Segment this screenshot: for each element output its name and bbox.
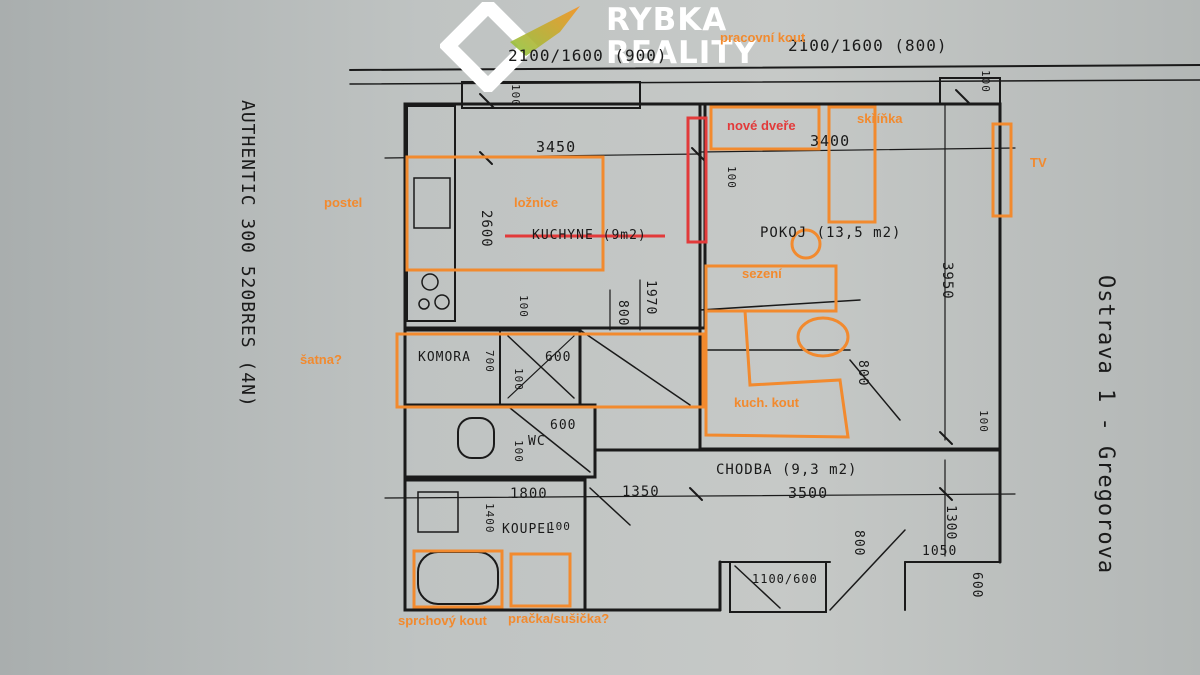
dim-line-3500 — [384, 493, 1016, 499]
box-nove-dvere — [709, 105, 821, 151]
label-pracovni-kout: pracovní kout — [720, 30, 806, 45]
label-pracka: pračka/sušička? — [508, 611, 610, 626]
dim-1800: 1800 — [510, 486, 548, 502]
room-kuchyne: KUCHYNE (9m2) — [532, 228, 647, 243]
dim-line-3400 — [699, 147, 1016, 153]
window-right-dim: 2100/1600 (800) — [788, 36, 948, 55]
dim-3500: 3500 — [788, 484, 829, 502]
annotation-boxes — [395, 105, 1013, 609]
box-skrin — [827, 105, 877, 224]
label-sprchovy-kout: sprchový kout — [398, 613, 487, 628]
street-address-text: Ostrava 1 - Gregorova — [1093, 275, 1118, 575]
side-note-text: AUTHENTIC 300 520BRES (4N) — [237, 100, 258, 408]
dim-800-chodba: 800 — [851, 530, 866, 557]
label-nove-dvere: nové dveře — [727, 118, 796, 133]
dim-100-window-right: 100 — [979, 70, 992, 93]
window-recess-left — [461, 81, 641, 109]
entrance-door — [729, 561, 827, 613]
logo-text: RYBKA REALITY — [606, 4, 757, 70]
hob-burner — [421, 273, 439, 291]
dim-100-komora: 100 — [512, 368, 525, 391]
toilet — [457, 417, 495, 459]
dim-2600: 2600 — [478, 210, 494, 248]
bathtub — [417, 551, 499, 605]
dim-1350: 1350 — [622, 484, 660, 500]
room-chodba: CHODBA (9,3 m2) — [716, 462, 858, 478]
dim-1300: 1300 — [943, 505, 958, 541]
dim-600-entrance: 600 — [969, 572, 984, 599]
room-wc: WC — [528, 434, 546, 449]
window-left-dim: 2100/1600 (900) — [508, 46, 668, 65]
dim-800-komora: 800 — [615, 300, 630, 327]
dim-100-wall: 100 — [725, 166, 738, 189]
label-postel: postel — [324, 195, 363, 210]
door-1100-600: 1100/600 — [752, 572, 818, 586]
wall-koupel — [403, 478, 587, 612]
box-tv — [991, 122, 1013, 218]
dim-800-pokoj: 800 — [855, 360, 870, 387]
dim-600-wc: 600 — [550, 418, 577, 433]
dim-3400: 3400 — [810, 132, 851, 150]
dim-100-pokoj: 100 — [977, 410, 990, 433]
label-kuch-kout: kuch. kout — [734, 395, 800, 410]
box-sezeni — [704, 264, 838, 313]
label-skrin: skříňka — [857, 111, 903, 126]
dim-3950: 3950 — [939, 262, 955, 300]
dim-600-komora: 600 — [545, 350, 572, 365]
label-tv: TV — [1030, 155, 1047, 170]
logo-line-1: RYBKA — [606, 2, 728, 38]
label-satna: šatna? — [300, 352, 342, 367]
dim-1400: 1400 — [483, 503, 496, 534]
box-pracka — [509, 552, 572, 608]
label-loznice: ložnice — [514, 195, 559, 210]
washbasin — [417, 491, 459, 533]
box-kuch-kout — [704, 309, 850, 439]
circle-table — [796, 316, 850, 358]
dim-100-window: 100 — [509, 84, 522, 107]
logo-line-2: REALITY — [606, 35, 757, 71]
dim-3450: 3450 — [536, 138, 577, 156]
circle-stool — [790, 228, 822, 260]
rybka-reality-logo-icon — [440, 2, 580, 92]
box-loznice — [405, 155, 605, 272]
room-pokoj: POKOJ (13,5 m2) — [760, 225, 902, 241]
room-komora: KOMORA — [418, 350, 471, 365]
sink — [413, 177, 451, 229]
dim-1050: 1050 — [922, 544, 958, 559]
wall-wc — [403, 403, 597, 479]
box-satna — [395, 332, 705, 409]
dim-100-wc: 100 — [512, 440, 525, 463]
label-sezeni: sezení — [742, 266, 782, 281]
room-koupel: KOUPEL — [502, 522, 555, 537]
dim-700: 700 — [483, 350, 496, 373]
box-new-wall — [686, 116, 708, 244]
facade-line — [349, 64, 1200, 71]
box-sprchovy-kout — [412, 549, 504, 609]
dim-100-koupel: 100 — [548, 520, 571, 533]
dim-100-kitchen: 100 — [517, 295, 530, 318]
dim-1970: 1970 — [643, 280, 658, 316]
